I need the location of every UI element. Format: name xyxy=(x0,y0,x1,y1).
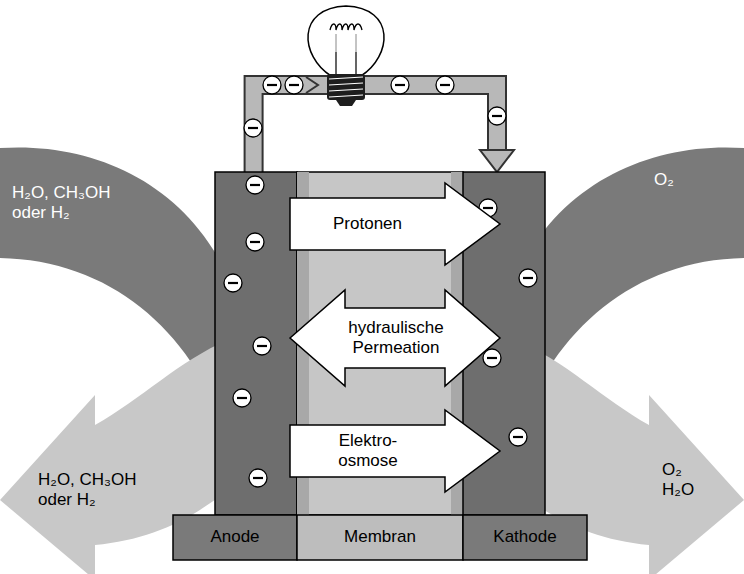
node-label: Protonen xyxy=(294,200,441,248)
wire-electrons xyxy=(244,76,506,137)
light-bulb xyxy=(308,6,384,106)
node-label: Elektro- osmose xyxy=(328,427,408,475)
electron-wire xyxy=(254,85,514,172)
electroosmosis-arrow: Elektro- osmose xyxy=(288,407,504,495)
electron-symbol xyxy=(253,337,271,355)
node-label: Membran xyxy=(299,517,461,558)
proton-arrow: Protonen xyxy=(288,180,504,268)
permeation-double-arrow: hydraulische Permeation xyxy=(288,288,504,388)
node-label: Anode xyxy=(175,517,295,558)
node-label: H₂O, CH₃OH oder H₂ xyxy=(12,158,130,248)
anode-electrode-shape xyxy=(173,172,297,560)
electron-symbol xyxy=(483,349,501,367)
node-label: hydraulische Permeation xyxy=(328,310,464,366)
node-label: Kathode xyxy=(465,517,585,558)
current-arrowhead xyxy=(306,77,318,93)
electron-symbol xyxy=(509,428,527,446)
electron-symbol xyxy=(233,389,251,407)
electron-symbol xyxy=(246,233,264,251)
node-label: O₂ H₂O xyxy=(662,452,718,508)
electron-symbol xyxy=(224,274,242,292)
node-label: H₂O, CH₃OH oder H₂ xyxy=(38,448,150,532)
anode-electrode: Anode xyxy=(173,172,297,560)
node-label: O₂ xyxy=(654,160,724,200)
electron-symbol xyxy=(246,176,264,194)
electron-symbol xyxy=(249,469,267,487)
electron-symbol xyxy=(519,269,537,287)
